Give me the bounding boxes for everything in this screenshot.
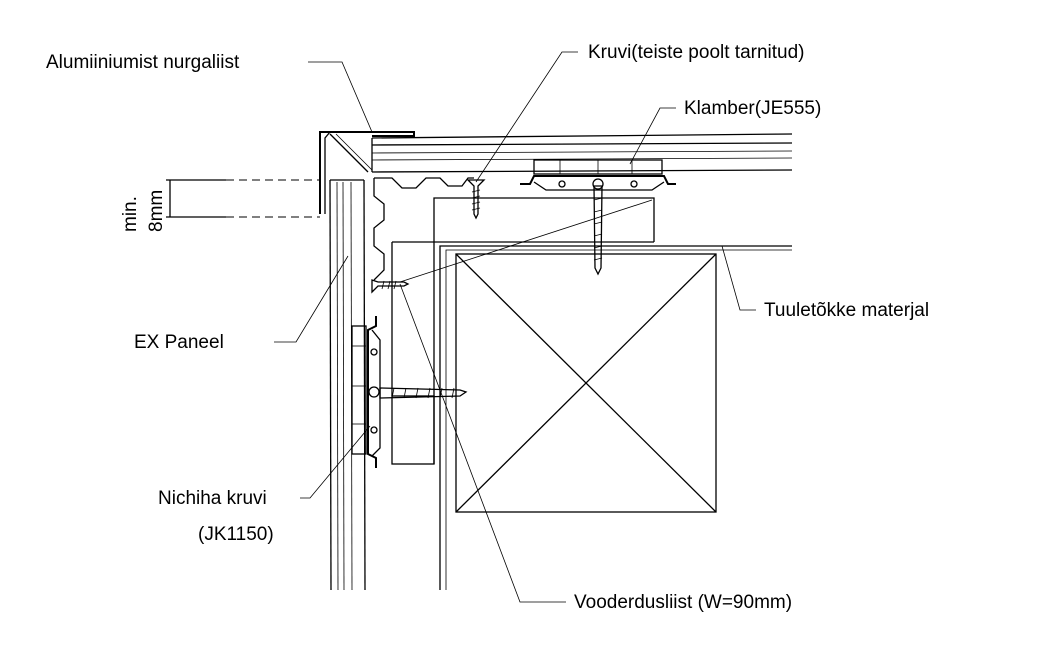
dimension-min-8mm: min. 8mm <box>120 179 320 232</box>
top-panel <box>371 133 793 173</box>
clamp-side <box>351 316 381 468</box>
label-furring-strip: Vooderdusliist (W=90mm) <box>574 592 792 613</box>
label-corner-strip: Alumiiniumist nurgaliist <box>46 52 240 73</box>
label-wind-barrier: Tuuletõkke materjal <box>764 300 929 321</box>
label-nichiha-screw: Nichiha kruvi <box>158 488 267 509</box>
leader-lines <box>274 51 756 603</box>
label-panel: EX Paneel <box>134 332 224 353</box>
clamp-top <box>520 159 676 191</box>
vertical-panel <box>329 179 366 591</box>
wind-barrier <box>439 245 792 590</box>
label-clamp: Klamber(JE555) <box>684 98 821 119</box>
aluminium-corner-strip <box>319 131 415 214</box>
label-screw-others: Kruvi(teiste poolt tarnitud) <box>588 42 805 63</box>
label-nichiha-screw-code: (JK1150) <box>198 524 274 545</box>
corner-profile <box>373 177 474 281</box>
furring-strip <box>391 197 655 465</box>
screws <box>371 179 603 399</box>
dimension-label-value: 8mm <box>146 190 167 232</box>
stud-cross-section <box>455 253 717 513</box>
dimension-label-min: min. <box>120 196 141 232</box>
